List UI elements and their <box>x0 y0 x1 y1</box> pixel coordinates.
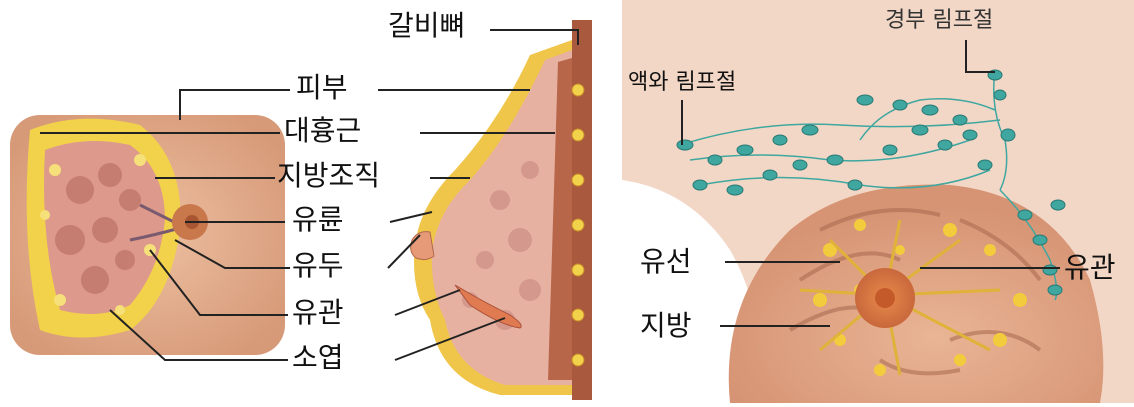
label-rib: 갈비뼈 <box>388 12 465 40</box>
label-lobule: 소엽 <box>292 344 344 372</box>
nipple-profile <box>411 232 434 260</box>
label-skin: 피부 <box>296 74 348 102</box>
right-panel-lymph-view <box>622 0 1134 403</box>
label-nipple: 유두 <box>292 252 344 280</box>
label-pectoralis: 대흉근 <box>284 117 361 145</box>
label-areola: 유륜 <box>292 206 344 234</box>
label-duct-left: 유관 <box>292 299 344 327</box>
nipple-right <box>875 288 895 308</box>
left-panel-frontal-view <box>10 115 285 355</box>
label-gland: 유선 <box>640 248 692 276</box>
label-fat: 지방 <box>640 312 692 340</box>
rib-wall <box>572 20 592 400</box>
label-duct-right: 유관 <box>1064 254 1116 282</box>
label-axillary-lymph: 액와 림프절 <box>628 72 736 94</box>
label-fat-tissue: 지방조직 <box>277 162 380 190</box>
label-cervical-lymph: 경부 림프절 <box>885 10 993 32</box>
